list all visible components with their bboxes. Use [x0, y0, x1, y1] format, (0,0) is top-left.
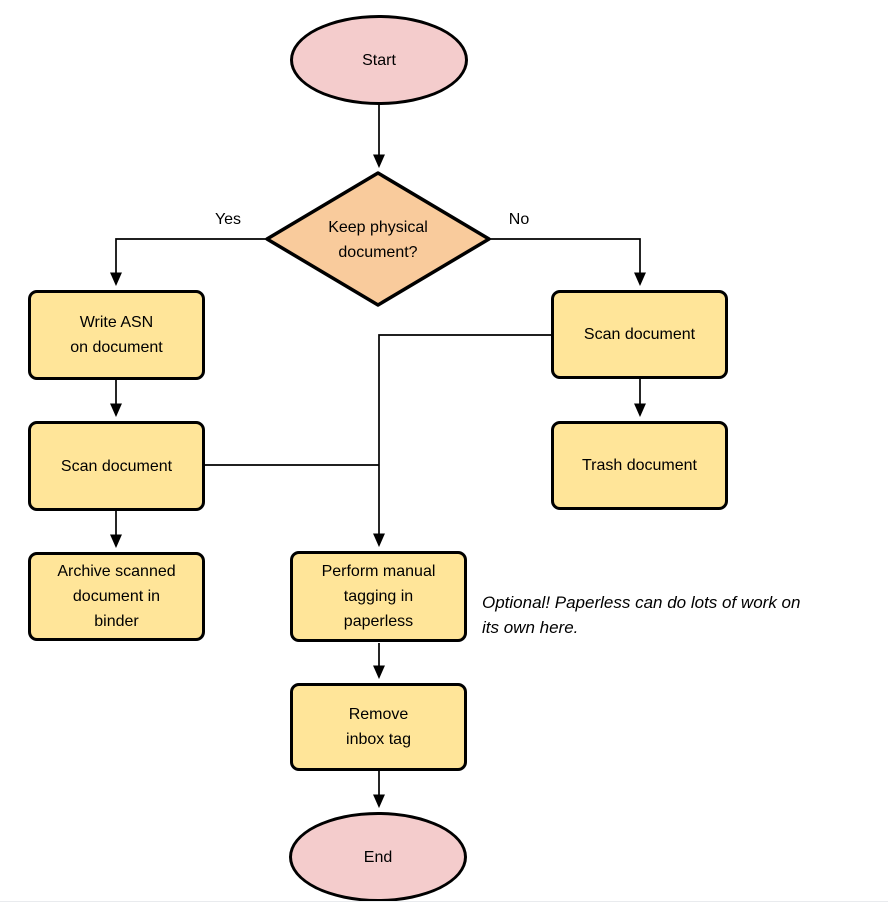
node-write-asn: Write ASN on document [28, 290, 205, 380]
node-scan-document-right-label: Scan document [583, 326, 696, 343]
edge-scan-right-to-tagging [373, 334, 551, 548]
node-end: End [289, 812, 467, 902]
decision-diamond-shape [265, 171, 491, 307]
node-remove-inbox-tag-label: Remove inbox tag [346, 706, 411, 748]
node-start-label: Start [362, 51, 396, 69]
node-trash-document: Trash document [551, 421, 728, 510]
node-remove-inbox-tag: Remove inbox tag [290, 683, 467, 771]
node-scan-document-left-label: Scan document [60, 457, 173, 475]
edge-label-no: No [508, 211, 530, 228]
node-archive-binder-label: Archive scanned document in binder [57, 563, 176, 630]
node-scan-document-left: Scan document [28, 421, 205, 511]
node-manual-tagging-label: Perform manual tagging in paperless [321, 563, 436, 630]
annotation-optional-note: Optional! Paperless can do lots of work … [482, 593, 801, 637]
edge-label-yes: Yes [214, 211, 242, 228]
node-decision: Keep physical document? [288, 211, 468, 268]
node-scan-document-right: Scan document [551, 290, 728, 379]
node-write-asn-label: Write ASN on document [70, 314, 163, 356]
node-decision-label: Keep physical document? [328, 218, 428, 261]
edge-decision-to-scan-right [490, 238, 646, 287]
node-end-label: End [363, 848, 393, 866]
node-trash-document-label: Trash document [581, 457, 697, 474]
edge-decision-to-write-asn [110, 238, 266, 287]
node-manual-tagging: Perform manual tagging in paperless [290, 551, 467, 642]
node-start: Start [290, 15, 468, 105]
page-bottom-edge [0, 901, 888, 902]
node-archive-binder: Archive scanned document in binder [28, 552, 205, 641]
